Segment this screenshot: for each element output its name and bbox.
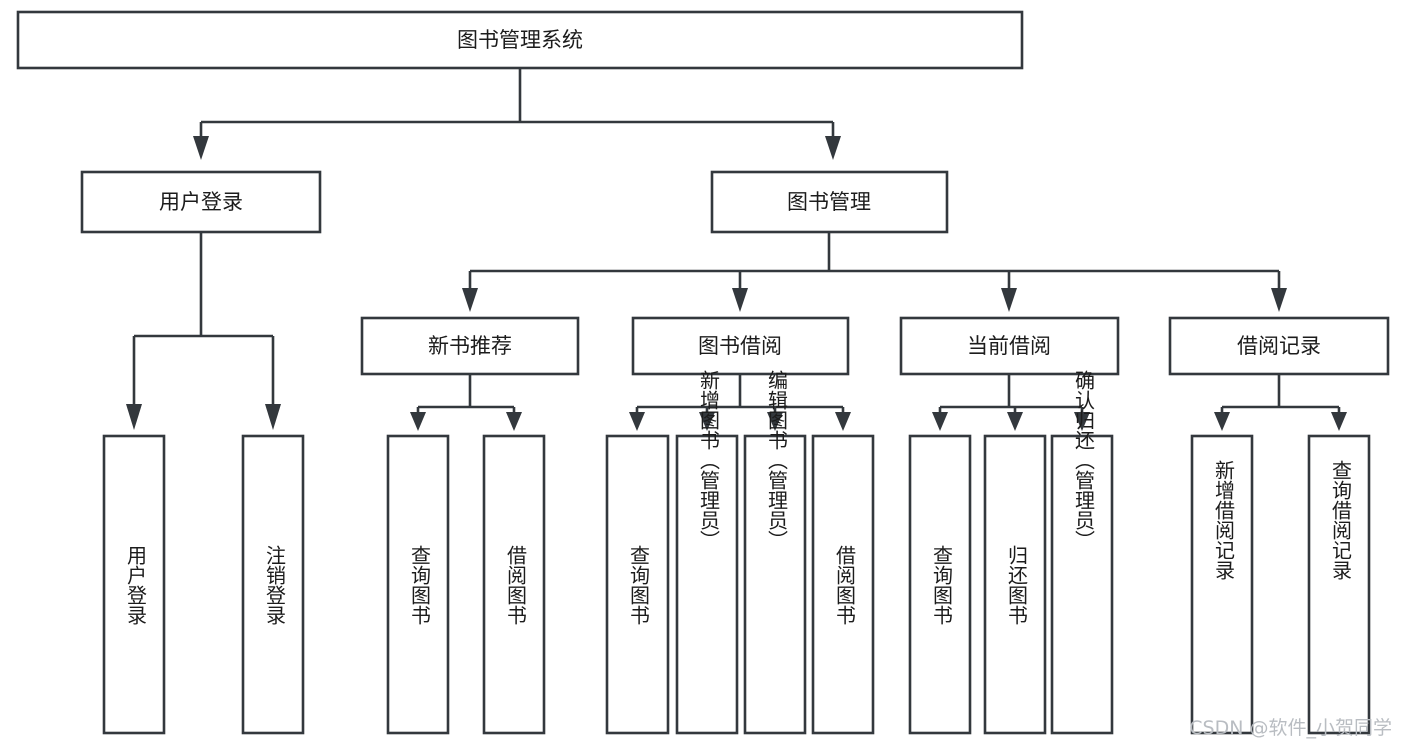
arrow-to-leaf-add-book-admin xyxy=(699,412,715,431)
leaf-query-borrow-record-box[interactable] xyxy=(1307,434,1371,735)
connector-layer xyxy=(126,68,1347,431)
node-leaf-query-book-current[interactable]: 查询图书 xyxy=(908,434,972,735)
arrow-to-leaf-borrow-book xyxy=(835,412,851,431)
arrow-to-leaf-add-borrow-record xyxy=(1214,412,1230,431)
leaf-confirm-return-admin-label: 确认归还（管理员） xyxy=(1072,370,1096,550)
leaf-borrow-book-box[interactable] xyxy=(811,434,875,735)
node-leaf-query-book-borrow[interactable]: 查询图书 xyxy=(605,434,670,735)
borrow-record-label: 借阅记录 xyxy=(1237,334,1321,358)
node-leaf-add-borrow-record[interactable]: 新增借阅记录 xyxy=(1190,434,1254,735)
node-root[interactable]: 图书管理系统 xyxy=(16,10,1024,70)
leaf-query-book-borrow-box[interactable] xyxy=(605,434,670,735)
arrow-to-leaf-query-book-current xyxy=(932,412,948,431)
arrow-to-leaf-query-book-borrow xyxy=(629,412,645,431)
leaf-edit-book-admin-label: 编辑图书（管理员） xyxy=(765,370,789,550)
arrow-to-leaf-query-borrow-record xyxy=(1331,412,1347,431)
arrow-to-book-borrow xyxy=(732,288,748,312)
book-borrow-label: 图书借阅 xyxy=(698,334,782,358)
new-book-recommend-box[interactable] xyxy=(360,316,580,376)
book-borrow-box[interactable] xyxy=(631,316,850,376)
node-leaf-add-book-admin[interactable]: 新增图书（管理员） xyxy=(675,370,739,735)
node-new-book-recommend[interactable]: 新书推荐 xyxy=(360,316,580,376)
root-box[interactable] xyxy=(16,10,1024,70)
current-borrow-box[interactable] xyxy=(899,316,1120,376)
leaf-add-book-admin-box[interactable] xyxy=(675,434,739,735)
borrow-record-box[interactable] xyxy=(1168,316,1390,376)
arrow-to-user-login xyxy=(193,136,209,160)
current-borrow-label: 当前借阅 xyxy=(967,334,1051,358)
node-user-login[interactable]: 用户登录 xyxy=(80,170,322,234)
leaf-borrow-book-label: 借阅图书 xyxy=(833,545,857,625)
arrow-to-book-manage xyxy=(825,136,841,160)
csdn-watermark: CSDN @软件_小贺同学 xyxy=(1189,717,1392,739)
book-manage-box[interactable] xyxy=(710,170,949,234)
arrow-to-leaf-user-login xyxy=(126,404,142,430)
node-borrow-record[interactable]: 借阅记录 xyxy=(1168,316,1390,376)
new-book-recommend-label: 新书推荐 xyxy=(428,334,512,358)
node-current-borrow[interactable]: 当前借阅 xyxy=(899,316,1120,376)
arrow-to-leaf-logout xyxy=(265,404,281,430)
leaf-confirm-return-admin-box[interactable] xyxy=(1050,434,1114,735)
node-leaf-logout[interactable]: 注销登录 xyxy=(241,434,305,735)
node-leaf-edit-book-admin[interactable]: 编辑图书（管理员） xyxy=(743,370,807,735)
leaf-edit-book-admin-box[interactable] xyxy=(743,434,807,735)
user-login-label: 用户登录 xyxy=(159,190,243,214)
leaf-return-book-label: 归还图书 xyxy=(1005,545,1029,625)
node-leaf-return-book[interactable]: 归还图书 xyxy=(983,434,1047,735)
leaf-query-book-rec-box[interactable] xyxy=(386,434,450,735)
arrow-to-borrow-record xyxy=(1271,288,1287,312)
node-leaf-confirm-return-admin[interactable]: 确认归还（管理员） xyxy=(1050,370,1114,735)
arrow-to-leaf-borrow-book-rec xyxy=(506,412,522,431)
leaf-logout-label: 注销登录 xyxy=(263,545,287,625)
leaf-borrow-book-rec-label: 借阅图书 xyxy=(504,545,528,625)
leaf-query-borrow-record-label: 查询借阅记录 xyxy=(1329,460,1353,580)
leaf-return-book-box[interactable] xyxy=(983,434,1047,735)
leaf-query-book-borrow-label: 查询图书 xyxy=(627,545,651,625)
leaf-query-book-current-label: 查询图书 xyxy=(930,545,954,625)
node-leaf-borrow-book[interactable]: 借阅图书 xyxy=(811,434,875,735)
node-book-borrow[interactable]: 图书借阅 xyxy=(631,316,850,376)
arrow-to-leaf-query-book-rec xyxy=(410,412,426,431)
node-leaf-query-borrow-record[interactable]: 查询借阅记录 xyxy=(1307,434,1371,735)
node-book-manage[interactable]: 图书管理 xyxy=(710,170,949,234)
arrow-to-leaf-edit-book-admin xyxy=(767,412,783,431)
leaf-borrow-book-rec-box[interactable] xyxy=(482,434,546,735)
leaf-user-login-label: 用户登录 xyxy=(124,545,148,625)
root-label: 图书管理系统 xyxy=(457,28,583,52)
leaf-add-book-admin-label: 新增图书（管理员） xyxy=(697,370,721,550)
leaf-user-login-box[interactable] xyxy=(102,434,166,735)
book-manage-label: 图书管理 xyxy=(787,190,871,214)
leaf-add-borrow-record-box[interactable] xyxy=(1190,434,1254,735)
arrow-to-leaf-confirm-return-admin xyxy=(1074,412,1090,431)
node-leaf-user-login[interactable]: 用户登录 xyxy=(102,434,166,735)
node-leaf-borrow-book-rec[interactable]: 借阅图书 xyxy=(482,434,546,735)
arrow-to-leaf-return-book xyxy=(1007,412,1023,431)
leaf-add-borrow-record-label: 新增借阅记录 xyxy=(1212,460,1236,580)
leaf-logout-box[interactable] xyxy=(241,434,305,735)
leaf-query-book-rec-label: 查询图书 xyxy=(408,545,432,625)
arrow-to-current-borrow xyxy=(1001,288,1017,312)
leaf-query-book-current-box[interactable] xyxy=(908,434,972,735)
user-login-box[interactable] xyxy=(80,170,322,234)
node-leaf-query-book-rec[interactable]: 查询图书 xyxy=(386,434,450,735)
arrow-to-new-book-recommend xyxy=(462,288,478,312)
